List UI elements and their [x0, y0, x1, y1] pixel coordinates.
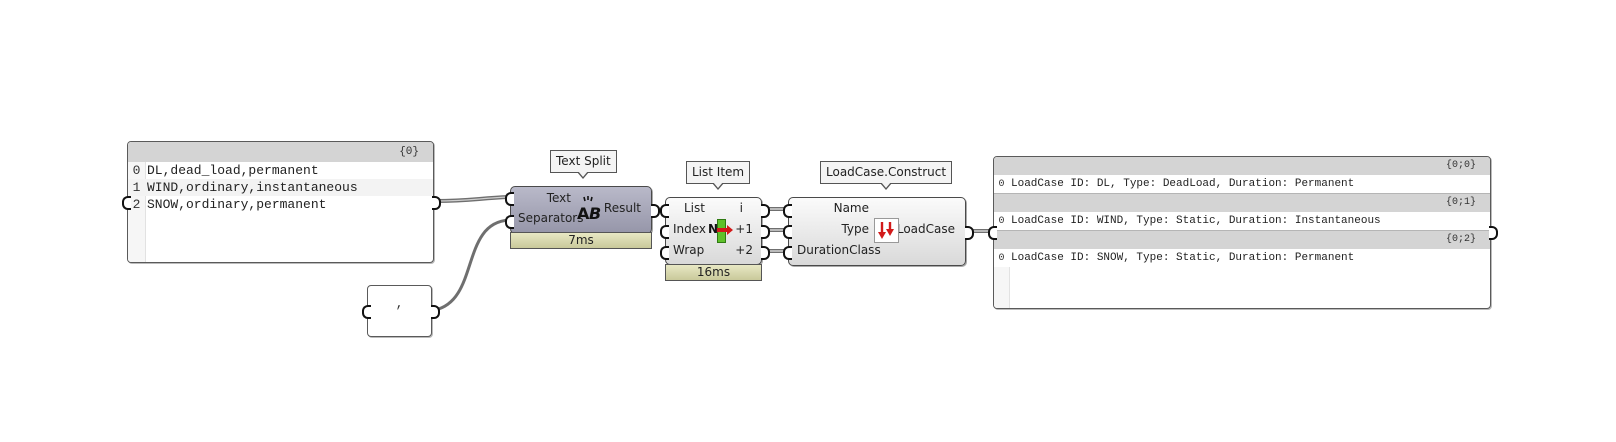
row-index: 1	[132, 180, 141, 195]
list-input-grip[interactable]	[660, 204, 669, 218]
separator-text: ,	[395, 296, 404, 311]
output-plus1-label: +1	[735, 222, 753, 236]
output-result-label: Result	[603, 201, 641, 215]
input-panel[interactable]: {0} 0 DL,dead_load,permanent 1 WIND,ordina…	[127, 141, 434, 263]
list-item-component[interactable]: List Index Wrap i +1 +2 N	[665, 197, 762, 265]
wrap-input-grip[interactable]	[660, 246, 669, 260]
input-type-label: Type	[841, 222, 869, 236]
plus2-output-grip[interactable]	[761, 246, 770, 260]
panel-row[interactable]: 0 LoadCase ID: SNOW, Type: Static, Durati…	[994, 249, 1490, 267]
svg-text:B: B	[589, 204, 601, 223]
input-panel-input-grip[interactable]	[122, 196, 131, 210]
loadcase-title: LoadCase.Construct	[820, 161, 953, 190]
branch-path-header: {0;0}	[994, 157, 1490, 175]
list-item-timer: 16ms	[665, 264, 762, 281]
text-split-title: Text Split	[550, 150, 617, 179]
panel-row[interactable]: 1 WIND,ordinary,instantaneous	[128, 179, 433, 196]
text-split-timer: 7ms	[510, 232, 652, 249]
list-item-icon-letter: N	[708, 222, 719, 236]
text-split-component[interactable]: Text Separators Result A B	[510, 186, 652, 234]
row-index: 0	[998, 216, 1005, 227]
panel-row[interactable]: 2 SNOW,ordinary,permanent	[128, 196, 433, 213]
plus1-output-grip[interactable]	[761, 225, 770, 239]
loadcase-output-grip[interactable]	[965, 226, 974, 240]
branch-path-header: {0;2}	[994, 230, 1490, 249]
branch-path-header: {0;1}	[994, 193, 1490, 212]
separators-input-grip[interactable]	[505, 215, 514, 229]
row-index: 0	[132, 163, 141, 178]
name-input-grip[interactable]	[783, 204, 792, 218]
panel-gutter	[128, 142, 146, 262]
separator-input-grip[interactable]	[362, 305, 371, 319]
i-output-grip[interactable]	[761, 204, 770, 218]
panel-row[interactable]: 0 LoadCase ID: DL, Type: DeadLoad, Durati…	[994, 175, 1490, 193]
wire-panel-to-text	[435, 195, 511, 203]
row-text: LoadCase ID: DL, Type: DeadLoad, Duratio…	[1011, 178, 1355, 190]
input-index-label: Index	[673, 222, 707, 236]
row-text: DL,dead_load,permanent	[147, 163, 319, 178]
row-text: WIND,ordinary,instantaneous	[147, 180, 358, 195]
input-separators-label: Separators	[518, 211, 584, 225]
load-arrows-icon	[874, 218, 899, 243]
panel-row[interactable]: 0 LoadCase ID: WIND, Type: Static, Durati…	[994, 212, 1490, 230]
output-plus2-label: +2	[735, 243, 753, 257]
row-index: 0	[998, 253, 1005, 264]
input-text-label: Text	[546, 191, 571, 205]
type-input-grip[interactable]	[783, 225, 792, 239]
output-i-label: i	[739, 201, 743, 215]
row-text: LoadCase ID: WIND, Type: Static, Duratio…	[1011, 215, 1381, 227]
separator-output-grip[interactable]	[431, 305, 440, 319]
input-durationclass-label: DurationClass	[797, 243, 881, 257]
output-loadcase-label: LoadCase	[896, 222, 955, 236]
input-wrap-label: Wrap	[673, 243, 705, 257]
list-item-title: List Item	[686, 161, 751, 190]
list-item-icon: N	[708, 219, 734, 243]
wire-separator-to-separators	[434, 218, 511, 312]
row-text: LoadCase ID: SNOW, Type: Static, Duratio…	[1011, 252, 1355, 264]
separator-panel[interactable]: ,	[367, 285, 432, 337]
text-input-grip[interactable]	[505, 192, 514, 206]
durationclass-input-grip[interactable]	[783, 246, 792, 260]
loadcase-construct-component[interactable]: Name Type DurationClass LoadCase	[788, 197, 966, 266]
input-panel-output-grip[interactable]	[432, 196, 441, 210]
row-index: 2	[132, 197, 141, 212]
panel-path-header: {0}	[128, 142, 433, 162]
output-panel[interactable]: {0;0} 0 LoadCase ID: DL, Type: DeadLoad, …	[993, 156, 1491, 309]
panel-row[interactable]: 0 DL,dead_load,permanent	[128, 162, 433, 179]
output-panel-input-grip[interactable]	[988, 226, 997, 240]
svg-text:A: A	[577, 204, 590, 223]
output-panel-output-grip[interactable]	[1489, 226, 1498, 240]
result-output-grip[interactable]	[651, 204, 660, 218]
row-index: 0	[998, 179, 1005, 190]
text-split-ab-icon: A B	[577, 196, 601, 223]
input-name-label: Name	[833, 201, 869, 215]
row-text: SNOW,ordinary,permanent	[147, 197, 327, 212]
input-list-label: List	[684, 201, 705, 215]
index-input-grip[interactable]	[660, 225, 669, 239]
